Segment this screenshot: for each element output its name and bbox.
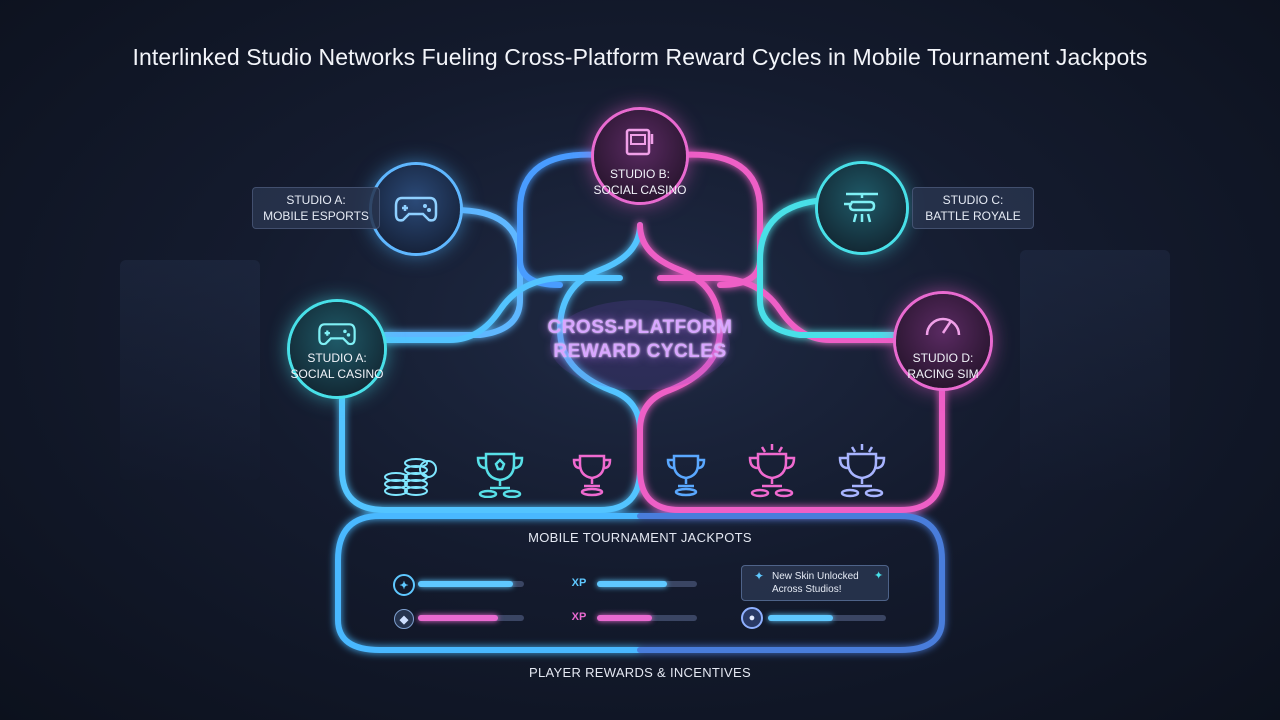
studio-a-esports-node[interactable]: [372, 165, 460, 253]
studio-a-casino-label: STUDIO A: SOCIAL CASINO: [290, 351, 384, 381]
sparkle-icon: ✦: [874, 570, 884, 582]
page-title: Interlinked Studio Networks Fueling Cros…: [132, 44, 1148, 70]
progress-fill: [597, 615, 652, 621]
progress-fill: [418, 615, 498, 621]
medal-icon: ✦: [393, 574, 415, 596]
studio-c-battle-label: STUDIO C: BATTLE ROYALE: [912, 187, 1034, 229]
progress-fill: [768, 615, 833, 621]
rewards-loop-blue: [637, 513, 945, 653]
progress-fill: [418, 581, 514, 587]
link-studio-c: [757, 197, 898, 338]
progress-bar: [597, 615, 697, 621]
link-studio-b-left: [517, 151, 603, 288]
jackpot-arc-left: [339, 222, 643, 513]
unlock-notification[interactable]: ✦ New Skin Unlocked Across Studios! ✦: [741, 565, 889, 601]
link-hub-right: [657, 275, 898, 343]
helicopter-icon: [844, 192, 878, 223]
xp-badge: XP: [571, 577, 587, 589]
gamepad-icon: [394, 196, 438, 222]
jackpots-label: MOBILE TOURNAMENT JACKPOTS: [528, 530, 752, 545]
progress-bar: [418, 615, 524, 621]
progress-bar: [768, 615, 886, 621]
progress-bar: [597, 581, 697, 587]
jackpot-arc-right: [637, 222, 945, 513]
token-icon: ●: [741, 607, 763, 629]
xp-badge: XP: [571, 611, 587, 623]
trophy-icon: [572, 454, 612, 497]
slot-machine-icon: [625, 128, 654, 156]
studio-c-battle-node[interactable]: [818, 164, 906, 252]
background-panel-left: [120, 260, 260, 480]
studio-b-casino-label: STUDIO B: SOCIAL CASINO: [593, 167, 687, 197]
studio-a-casino-node[interactable]: [290, 302, 384, 396]
coin-stack-icon: [384, 458, 437, 496]
studio-b-casino-node[interactable]: [594, 110, 686, 202]
rewards-label: PLAYER REWARDS & INCENTIVES: [529, 665, 751, 680]
studio-d-racing-node[interactable]: [896, 294, 990, 388]
progress-fill: [597, 581, 667, 587]
gamepad-icon: [318, 323, 356, 346]
speedometer-icon: [925, 317, 961, 336]
link-hub-left: [382, 275, 623, 343]
sparkle-icon: ✦: [754, 569, 765, 583]
progress-bar: [418, 581, 524, 587]
background-panel-right: [1020, 250, 1170, 490]
trophy-icon: [476, 452, 524, 498]
studio-d-racing-label: STUDIO D: RACING SIM: [907, 351, 979, 381]
rewards-loop-cyan: [335, 513, 643, 653]
trophy-icon: [748, 444, 796, 498]
trophy-icon: [666, 454, 706, 497]
link-studio-b-right: [677, 151, 763, 288]
hub-title: CROSS-PLATFORM REWARD CYCLES: [547, 317, 733, 362]
studio-a-esports-label: STUDIO A: MOBILE ESPORTS: [252, 187, 380, 229]
trophy-icon: [838, 444, 886, 498]
shield-icon: ◆: [394, 609, 414, 629]
